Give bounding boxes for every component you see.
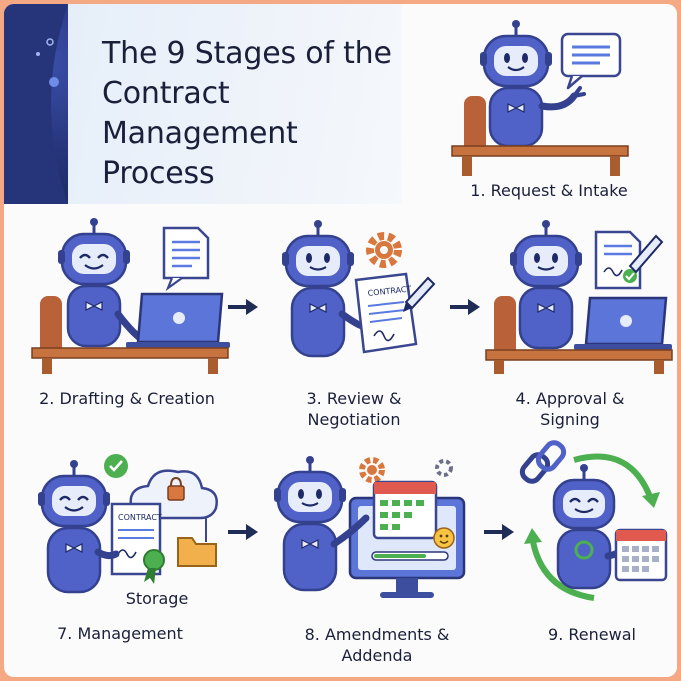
document-icon — [162, 226, 210, 292]
stage-7: CONTRACT — [20, 448, 230, 648]
calendar-icon — [614, 528, 668, 582]
speech-bubble-icon — [560, 32, 622, 90]
stage-8-label: 8. Amendments & Addenda — [304, 625, 450, 665]
gear-icon — [435, 459, 453, 477]
stage-3: CONTRACT 3. Review & Negotiation — [256, 214, 446, 434]
stage-8: 8. Amendments & Addenda — [262, 448, 472, 668]
robot-at-laptop-illustration — [31, 218, 230, 374]
robot-amendments-illustration — [274, 456, 466, 598]
robot-with-contract-illustration: CONTRACT — [282, 220, 436, 358]
svg-text:CONTRACT: CONTRACT — [118, 513, 162, 522]
laptop-icon — [574, 296, 672, 350]
gear-icon — [359, 457, 385, 483]
pen-icon — [628, 234, 664, 274]
title-panel: The 9 Stages of the Contract Management … — [4, 4, 402, 204]
robot-at-desk-illustration — [451, 20, 629, 176]
page-title: The 9 Stages of the Contract Management … — [102, 36, 392, 191]
pen-icon — [403, 276, 436, 312]
robot-icon — [480, 20, 586, 148]
stage-1: 1. Request & Intake — [434, 14, 664, 204]
stage-1-label: 1. Request & Intake — [470, 181, 628, 200]
robot-approval-illustration — [485, 220, 673, 374]
storage-label: Storage — [125, 589, 189, 608]
robot-icon — [552, 464, 630, 590]
arrow-right-icon — [228, 524, 258, 540]
chain-link-icon — [519, 440, 567, 484]
robot-renewal-illustration — [519, 440, 668, 601]
checkmark-icon — [104, 454, 128, 478]
robot-icon — [274, 456, 370, 592]
arrow-right-icon — [228, 299, 258, 315]
laptop-icon — [126, 292, 230, 348]
title-decor-dots — [4, 4, 68, 204]
refresh-arrows-icon — [524, 453, 660, 601]
calendar-icon — [372, 480, 438, 540]
folder-icon — [177, 537, 217, 567]
stage-9-label: 9. Renewal — [548, 625, 636, 644]
arrow-right-icon — [450, 299, 480, 315]
smiley-icon — [433, 527, 455, 549]
robot-icon — [510, 220, 582, 350]
robot-icon — [58, 218, 144, 348]
robot-icon — [282, 220, 366, 358]
stage-9: 9. Renewal — [512, 440, 672, 660]
award-ribbon-icon — [143, 549, 165, 584]
stage-2: 2. Drafting & Creation — [22, 214, 232, 424]
stage-4-label: 4. Approval & Signing — [515, 389, 625, 429]
stage-4: 4. Approval & Signing — [480, 214, 675, 434]
robot-storage-illustration: CONTRACT — [38, 454, 218, 594]
gear-icon — [366, 232, 402, 268]
arrow-right-icon — [484, 524, 514, 540]
signed-document-icon — [594, 230, 642, 290]
infographic-frame: The 9 Stages of the Contract Management … — [4, 4, 677, 677]
stage-3-label: 3. Review & Negotiation — [306, 389, 402, 429]
stage-2-label: 2. Drafting & Creation — [39, 389, 215, 408]
robot-icon — [38, 460, 120, 594]
stage-7-label: 7. Management — [57, 624, 183, 643]
contract-document-icon: CONTRACT — [354, 272, 418, 354]
